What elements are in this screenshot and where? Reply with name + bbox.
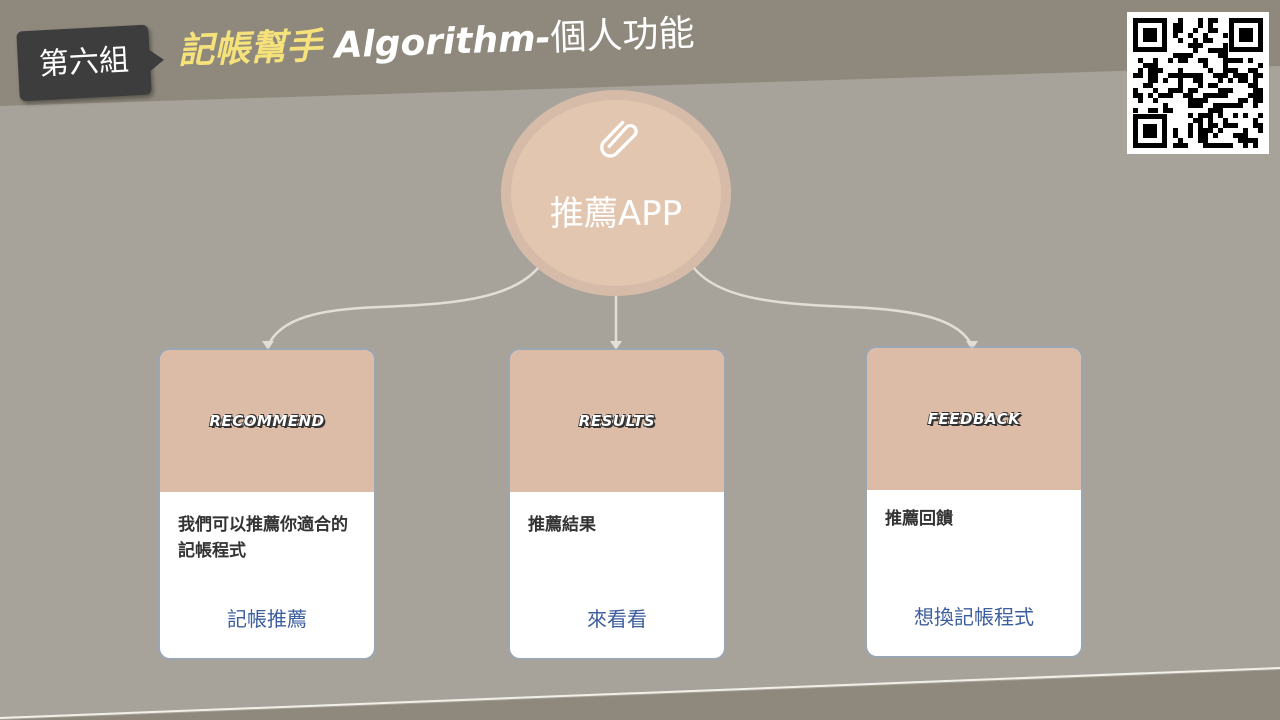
connector-left bbox=[266, 267, 539, 347]
card-header: RESULTS bbox=[510, 350, 724, 492]
paperclip-icon bbox=[600, 120, 638, 158]
card-heading: FEEDBACK bbox=[927, 410, 1021, 428]
qr-code bbox=[1127, 12, 1269, 154]
card-description: 我們可以推薦你適合的記帳程式 bbox=[178, 515, 348, 561]
card-recommend: RECOMMEND 我們可以推薦你適合的記帳程式 記帳推薦 bbox=[160, 350, 374, 658]
card-header: RECOMMEND bbox=[160, 350, 374, 492]
card-description: 推薦回饋 bbox=[885, 509, 953, 529]
arrow-left bbox=[262, 341, 274, 350]
card-heading: RECOMMEND bbox=[209, 412, 325, 430]
recommend-link[interactable]: 記帳推薦 bbox=[227, 607, 307, 631]
feedback-link[interactable]: 想換記帳程式 bbox=[914, 605, 1034, 629]
arrow-right bbox=[966, 341, 978, 350]
card-header: FEEDBACK bbox=[867, 348, 1081, 490]
hub-label: 推薦APP bbox=[549, 194, 683, 234]
card-results: RESULTS 推薦結果 來看看 bbox=[510, 350, 724, 658]
card-description: 推薦結果 bbox=[528, 515, 596, 535]
card-heading: RESULTS bbox=[578, 412, 656, 430]
card-feedback: FEEDBACK 推薦回饋 想換記帳程式 bbox=[867, 348, 1081, 656]
arrow-center bbox=[610, 341, 622, 350]
connector-right bbox=[693, 267, 974, 347]
results-link[interactable]: 來看看 bbox=[587, 607, 647, 631]
